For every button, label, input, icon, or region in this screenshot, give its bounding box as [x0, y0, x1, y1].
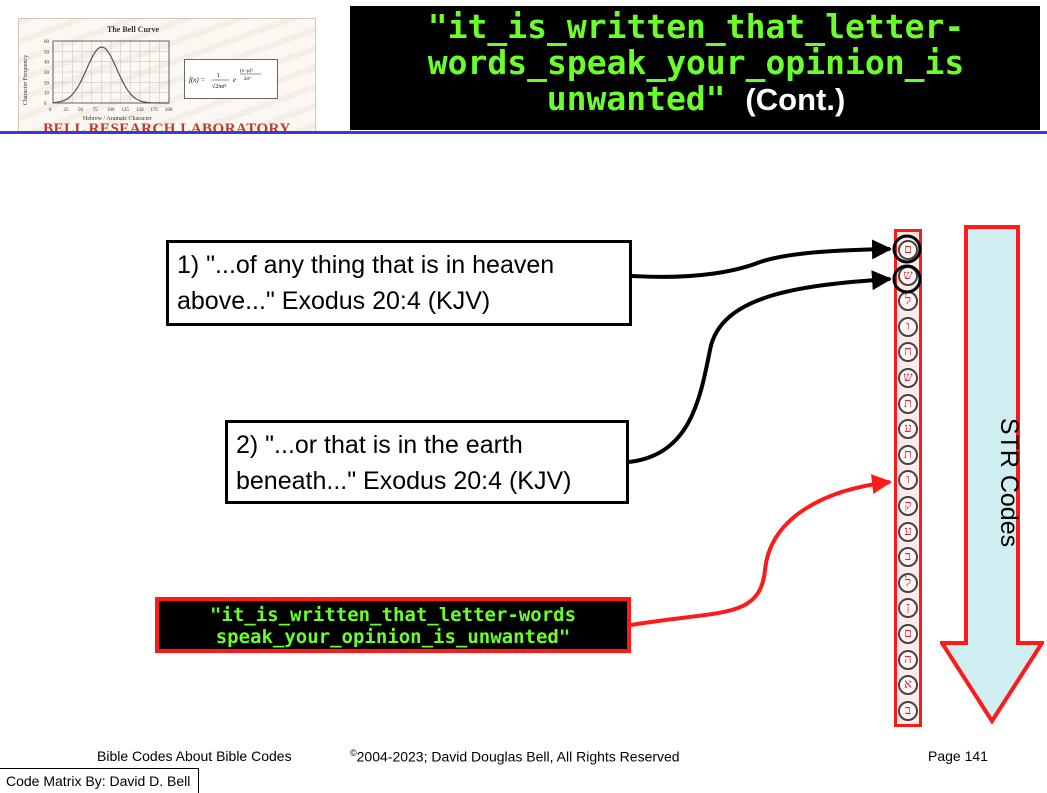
logo-formula-drawing: f(x) = 1 √2πσ² e (x−μ)² 2σ² [189, 68, 261, 90]
copyright-text: 2004-2023; David Douglas Bell, All Right… [356, 748, 680, 765]
code-matrix-credit: Code Matrix By: David D. Bell [0, 768, 200, 793]
callout-2-line-2: beneath..." Exodus 20:4 (KJV) [236, 467, 572, 495]
strip-letter: ל [898, 572, 918, 593]
svg-text:e: e [233, 76, 236, 84]
logo-y-tick: 20 [44, 81, 50, 86]
strip-letter: ש [898, 368, 918, 388]
lab-name-text: Bell Research Laboratory [43, 121, 291, 133]
strip-letter: ו [898, 316, 918, 337]
str-direction-arrow [940, 225, 1044, 725]
copyright-symbol: © [350, 748, 357, 758]
logo-x-tick: 0 [49, 108, 52, 113]
arrow-code-box [630, 474, 892, 627]
strip-letter: ם [898, 240, 918, 260]
code-phrase-line-1: "it_is_written_that_letter-words [209, 604, 577, 626]
callout-heaven-above: 1) "...of any thing that is in heaven ab… [166, 240, 632, 326]
logo-y-tick: 30 [44, 71, 50, 76]
logo-y-tick: 50 [44, 50, 50, 55]
svg-text:(x−μ)²: (x−μ)² [240, 68, 253, 74]
logo-y-tick: 0 [44, 102, 47, 107]
logo-y-tick: 10 [44, 92, 50, 97]
code-phrase-line-2: speak_your_opinion_is_unwanted" [215, 626, 571, 648]
strip-letter: ם [898, 624, 918, 644]
callout-earth-beneath: 2) "...or that is in the earth beneath..… [225, 420, 629, 504]
svg-text:1: 1 [217, 73, 220, 79]
arrow-callout-2 [628, 270, 892, 464]
strip-letter: ל [898, 291, 918, 312]
str-arrow-shape [940, 225, 1044, 725]
logo-x-tick: 25 [64, 108, 70, 113]
strip-letter: ש [898, 265, 918, 286]
strip-letter: ו [898, 470, 918, 491]
code-phrase-box: "it_is_written_that_letter-words speak_y… [155, 597, 631, 653]
logo-x-tick: 200 [165, 108, 173, 113]
callout-1-line-1: 1) "...of any thing that is in heaven [177, 251, 555, 279]
footer-title: Bible Codes About Bible Codes [97, 748, 292, 764]
strip-letter: ע [898, 521, 918, 542]
str-codes-label: STR Codes [995, 417, 1024, 548]
logo-x-tick: 50 [78, 108, 84, 113]
logo-chart-title: The Bell Curve [107, 25, 159, 34]
title-divider [0, 131, 1047, 134]
title-suffix: (Cont.) [745, 82, 846, 117]
logo-x-axis-label: Hebrew / Aramaic Character [83, 116, 152, 122]
strip-letter: ק [898, 496, 918, 516]
strip-letter: ת [898, 393, 918, 414]
logo-x-tick: 150 [136, 108, 144, 113]
logo-x-tick: 125 [122, 108, 130, 113]
strip-letter: א [898, 675, 918, 696]
title-code-text: "it_is_written_that_letter-words_speak_y… [427, 7, 965, 118]
page-title: "it_is_written_that_letter-words_speak_y… [356, 9, 1036, 118]
callout-1-line-2: above..." Exodus 20:4 (KJV) [177, 287, 491, 315]
strip-letter: ה [898, 649, 918, 670]
logo-x-tick: 75 [93, 108, 99, 113]
svg-text:2σ²: 2σ² [244, 76, 251, 82]
callout-2-line-1: 2) "...or that is in the earth [236, 431, 523, 459]
strip-letter: ת [898, 444, 918, 465]
strip-letter: ב [898, 700, 918, 721]
title-background [350, 6, 1040, 130]
logo-bell-curve [52, 46, 169, 104]
page-number: Page 141 [928, 748, 988, 764]
logo-y-tick: 40 [44, 61, 50, 66]
strip-letter: ב [898, 547, 918, 568]
arrow-callout-1 [631, 239, 892, 279]
footer-copyright: ©2004-2023; David Douglas Bell, All Righ… [350, 748, 680, 765]
logo-y-tick: 60 [44, 40, 50, 45]
strip-letter: ע [898, 419, 918, 440]
svg-text:√2πσ²: √2πσ² [212, 83, 227, 90]
lab-name: Bell Research Laboratory [19, 121, 315, 133]
logo-chart-frame [52, 40, 170, 104]
strip-letter: ח [898, 342, 918, 363]
logo-x-tick: 175 [151, 108, 159, 113]
svg-text:f(x) =: f(x) = [189, 76, 205, 84]
logo-formula: f(x) = 1 √2πσ² e (x−μ)² 2σ² [184, 59, 278, 99]
logo-x-tick: 100 [107, 108, 115, 113]
strip-letter: ן [898, 598, 918, 619]
